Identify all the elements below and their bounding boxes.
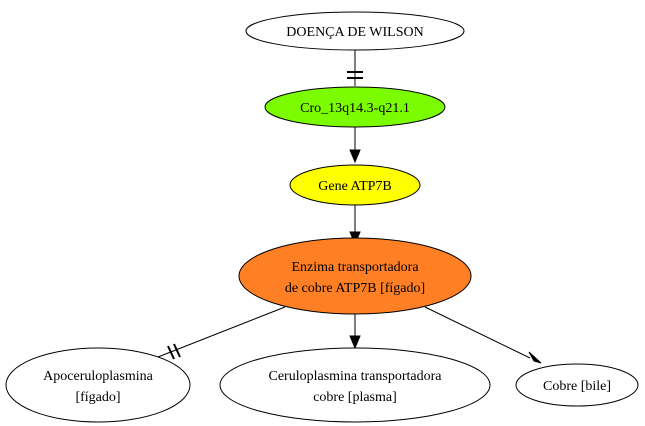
- node-enzyme-shape: [238, 237, 472, 315]
- node-wilson-shape: [245, 11, 465, 51]
- tee-head: [173, 343, 181, 358]
- node-copper-bile-label: Cobre [bile]: [543, 379, 611, 394]
- node-ceruloplasmin-shape: [219, 347, 491, 423]
- node-enzyme-label-line-2: de cobre ATP7B [fígado]: [285, 281, 425, 296]
- node-ceruloplasmin-label-line-1: Ceruloplasmina transportadora: [268, 369, 442, 384]
- node-apoceruloplasmin-label-line-2: [fígado]: [75, 390, 120, 405]
- edge-enzyme-to-copper-bile: [424, 306, 542, 364]
- node-ceruloplasmin-label-line-2: cobre [plasma]: [313, 390, 397, 405]
- node-gene-label: Gene ATP7B: [318, 179, 392, 194]
- node-wilson-label: DOENÇA DE WILSON: [286, 25, 423, 40]
- edge-enzyme-to-ceruloplasmin: [349, 314, 361, 350]
- node-apoceruloplasmin: Apoceruloplasmina [fígado]: [5, 347, 191, 423]
- edge-wilson-to-chromosome: [347, 50, 363, 86]
- node-chromosome-label: Cro_13q14.3-q21.1: [300, 101, 410, 116]
- node-copper-bile: Cobre [bile]: [515, 363, 639, 407]
- node-enzyme-label-line-1: Enzima transportadora: [291, 260, 419, 275]
- node-gene: Gene ATP7B: [289, 164, 421, 206]
- node-chromosome: Cro_13q14.3-q21.1: [264, 86, 446, 128]
- node-apoceruloplasmin-shape: [5, 347, 191, 423]
- node-enzyme: Enzima transportadora de cobre ATP7B [fí…: [238, 237, 472, 315]
- tee-head: [167, 345, 175, 360]
- edge-enzyme-to-apoceruloplasmin: [157, 306, 286, 360]
- node-wilson: DOENÇA DE WILSON: [245, 11, 465, 51]
- arrowhead: [349, 335, 361, 350]
- node-apoceruloplasmin-label-line-1: Apoceruloplasmina: [43, 369, 153, 384]
- arrowhead: [349, 149, 361, 164]
- node-gene-shape: [289, 164, 421, 206]
- node-ceruloplasmin: Ceruloplasmina transportadora cobre [pla…: [219, 347, 491, 423]
- node-chromosome-shape: [264, 86, 446, 128]
- edges: [157, 50, 542, 364]
- edge-chromosome-to-gene: [349, 127, 361, 164]
- node-copper-bile-shape: [515, 363, 639, 407]
- arrowhead: [528, 351, 542, 364]
